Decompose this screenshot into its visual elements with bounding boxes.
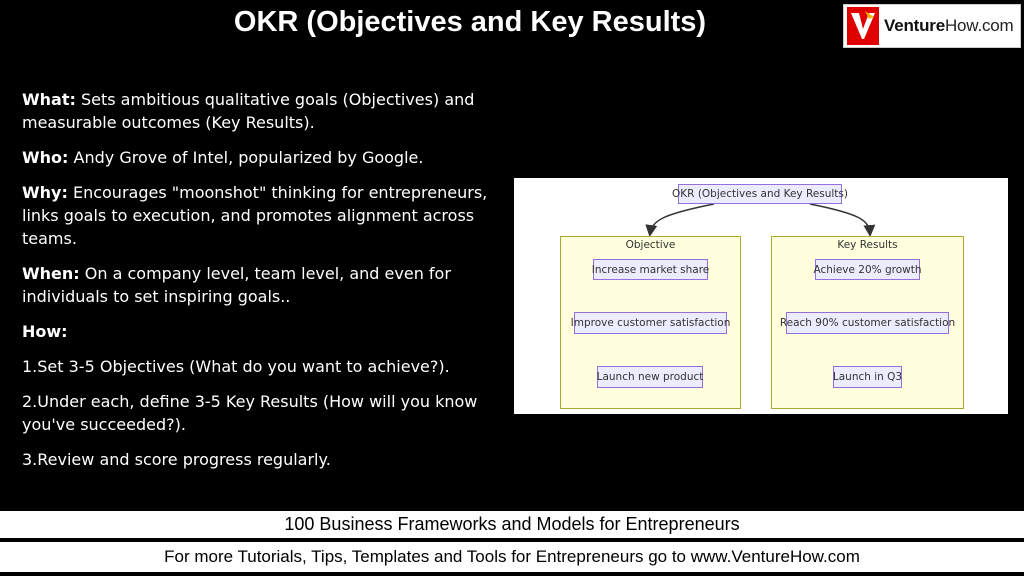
footer-promo-link[interactable]: For more Tutorials, Tips, Templates and …: [0, 542, 1024, 572]
key-results-group-label: Key Results: [837, 239, 898, 251]
objective-node: Launch new product: [597, 366, 703, 388]
objective-node: Improve customer satisfaction: [571, 312, 730, 334]
key-result-node: Reach 90% customer satisfaction: [780, 312, 955, 334]
page-title: OKR (Objectives and Key Results): [233, 6, 707, 38]
footer-book-title: 100 Business Frameworks and Models for E…: [0, 509, 1024, 540]
why-paragraph: Why: Encourages "moonshot" thinking for …: [22, 183, 488, 248]
how-step: 3.Review and score progress regularly.: [22, 450, 331, 469]
logo-text: VentureHow.com: [884, 16, 1014, 35]
key-result-node: Launch in Q3: [833, 366, 902, 388]
how-step: 1.Set 3-5 Objectives (What do you want t…: [22, 357, 450, 376]
venturehow-logo[interactable]: VentureHow.com: [843, 4, 1021, 48]
when-paragraph: When: On a company level, team level, an…: [22, 264, 451, 306]
diagram-arrows: [645, 203, 876, 237]
okr-diagram: OKR (Objectives and Key Results) Objecti…: [514, 178, 1008, 414]
logo-mark-icon: [847, 7, 879, 45]
key-result-node: Achieve 20% growth: [813, 259, 922, 280]
how-step: 2.Under each, define 3-5 Key Results (Ho…: [22, 392, 478, 434]
root-node: OKR (Objectives and Key Results): [672, 184, 848, 204]
objective-group-label: Objective: [625, 239, 676, 251]
framework-description: What: Sets ambitious qualitative goals (…: [22, 88, 502, 483]
how-heading: How:: [22, 322, 68, 341]
objective-node: Increase market share: [592, 259, 709, 280]
who-paragraph: Who: Andy Grove of Intel, popularized by…: [22, 148, 424, 167]
what-paragraph: What: Sets ambitious qualitative goals (…: [22, 90, 475, 132]
